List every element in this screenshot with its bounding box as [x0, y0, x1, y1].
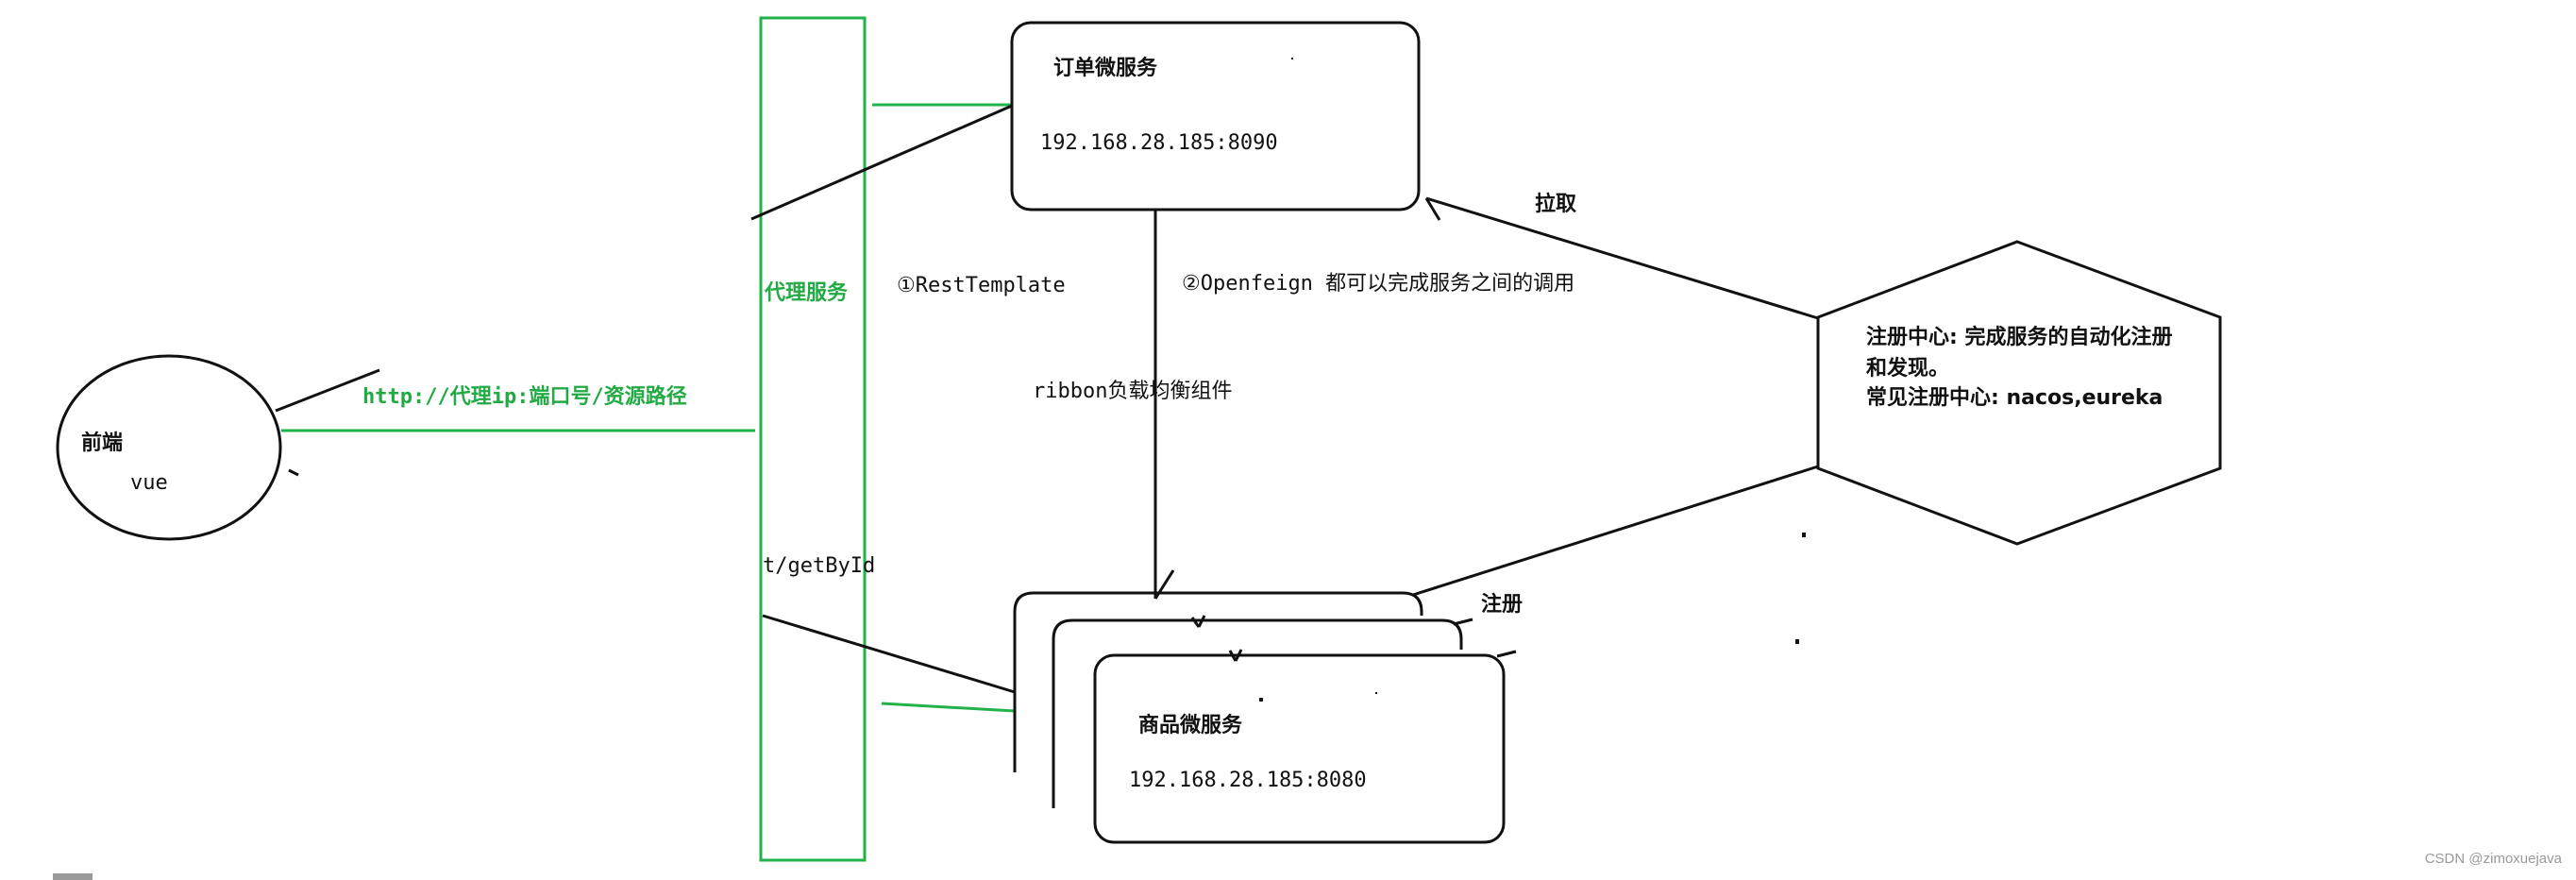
- register-line-2: [1453, 618, 1473, 626]
- corner-artifact: [53, 873, 93, 880]
- registry-line3: 常见注册中心: nacos,eureka: [1866, 385, 2163, 410]
- product-card-back: [1013, 591, 1423, 772]
- product-card-tick-1: [1190, 617, 1201, 628]
- register-line-3: [1496, 650, 1517, 658]
- product-service-address: 192.168.28.185:8080: [1129, 769, 1367, 792]
- frontend-title: 前端: [81, 431, 123, 455]
- proxy-order-black-line: [750, 104, 1013, 221]
- stray-dot-3: [1291, 58, 1293, 59]
- product-dot-1: [1259, 698, 1263, 702]
- proxy-service-label: 代理服务: [764, 281, 849, 305]
- product-service-box: [1093, 653, 1506, 844]
- proxy-url-label: http://代理ip:端口号/资源路径: [362, 384, 687, 409]
- registry-line2: 和发现。: [1866, 356, 1949, 381]
- stray-dot-1: [1802, 533, 1806, 537]
- product-card-middle: [1052, 618, 1463, 808]
- frontend-ellipse: [56, 354, 282, 541]
- registry-hexagon: [1816, 240, 2222, 546]
- order-service-address: 192.168.28.185:8090: [1040, 131, 1278, 155]
- product-service-node: 商品微服务 192.168.28.185:8080: [1013, 591, 1506, 844]
- frontend-stub-line: [275, 368, 380, 413]
- order-service-box: [1010, 21, 1421, 212]
- pull-label: 拉取: [1535, 192, 1576, 216]
- proxy-product-black-line: [762, 614, 1016, 694]
- frontend-subtitle: vue: [130, 471, 168, 495]
- registry-line1: 注册中心: 完成服务的自动化注册: [1866, 325, 2172, 349]
- register-line-1: [1412, 465, 1819, 597]
- openfeign-label: ②Openfeign 都可以完成服务之间的调用: [1182, 272, 1574, 296]
- product-dot-2: [1375, 692, 1377, 694]
- order-service-node: 订单微服务 192.168.28.185:8090: [1010, 21, 1421, 212]
- ribbon-label: ribbon负载均衡组件: [1033, 380, 1232, 403]
- product-card-tick-2: [1197, 615, 1206, 628]
- proxy-service-node: 代理服务 t/getById: [759, 16, 875, 862]
- watermark: CSDN @zimoxuejava: [2425, 851, 2563, 867]
- register-label: 注册: [1481, 592, 1523, 617]
- rest-template-label: ①RestTemplate: [897, 274, 1066, 297]
- registry-node: 注册中心: 完成服务的自动化注册 和发现。 常见注册中心: nacos,eure…: [1816, 240, 2222, 546]
- stray-dot-2: [1795, 639, 1799, 644]
- frontend-tick: [288, 468, 299, 477]
- pull-line: [1425, 196, 1819, 320]
- proxy-product-green-line: [881, 702, 1016, 713]
- get-by-id-label: t/getById: [763, 554, 875, 578]
- frontend-node: 前端 vue: [56, 354, 282, 541]
- proxy-service-box: [759, 16, 867, 862]
- order-service-title: 订单微服务: [1053, 56, 1158, 80]
- product-service-title: 商品微服务: [1138, 713, 1243, 737]
- pull-arrowhead: [1424, 197, 1441, 221]
